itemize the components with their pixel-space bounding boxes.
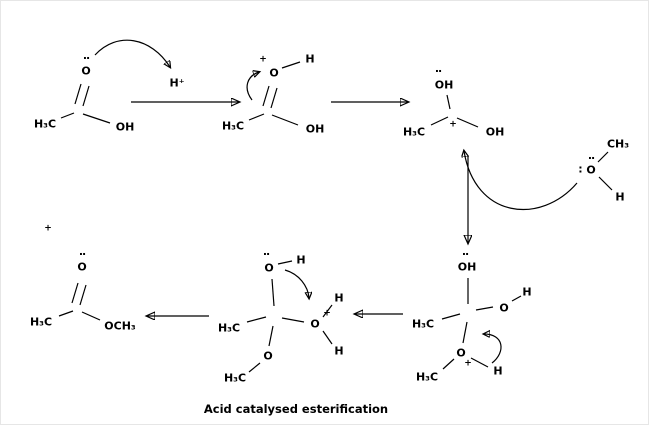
double-bond [82, 85, 90, 107]
bond [58, 310, 74, 317]
bond [442, 358, 455, 370]
lone-pair: ·· [461, 247, 469, 261]
bond [430, 116, 449, 126]
bond [268, 325, 274, 347]
bond [456, 117, 479, 128]
acetic-acid-bonds [60, 39, 170, 124]
bond [281, 317, 305, 323]
electron-arrow [484, 334, 502, 364]
tetrahedral-b-bonds [246, 260, 333, 373]
positive-charge: + [464, 358, 472, 369]
double-bond [71, 282, 79, 304]
bond [446, 94, 451, 110]
tetrahedral-a-methyl: H₃C [411, 317, 435, 331]
bond [60, 112, 75, 119]
ester-carbonyl-oxygen: O [77, 260, 87, 274]
bond [441, 313, 461, 320]
diagram-caption: Acid catalysed esterification [203, 402, 389, 416]
tetrahedral-b-top-oxygen: O [264, 261, 274, 275]
carbocation-methyl: H₃C [402, 125, 426, 139]
bond [598, 176, 613, 191]
protonated-acid-methyl: H₃C [221, 119, 245, 133]
double-bond [270, 87, 278, 109]
lone-pair: ·· [78, 247, 86, 261]
bond [248, 113, 265, 121]
double-bond [262, 85, 270, 107]
ester-bonds [58, 282, 101, 321]
carbocation-right-hydroxyl: OH [485, 125, 505, 139]
protonated-acid-hydrogen: H [305, 52, 315, 66]
lone-pair: ·· [434, 64, 442, 78]
positive-charge: + [449, 119, 457, 130]
acetic-acid-carbonyl-oxygen: O [81, 64, 91, 78]
bond [248, 362, 261, 373]
bond [462, 321, 468, 344]
positive-charge: + [323, 308, 331, 319]
methanol-hydrogen: H [615, 190, 625, 204]
bond [511, 295, 522, 302]
proton-label: H⁺ [169, 76, 185, 90]
tetrahedral-a-bottom-hydrogen: H [493, 364, 503, 378]
lone-pair: ·· [262, 247, 270, 261]
tetrahedral-a-top-hydroxyl: OH [457, 260, 477, 274]
ester-methoxy: OCH₃ [104, 319, 136, 333]
methanol-oxygen: O [586, 163, 596, 177]
bond [597, 151, 609, 163]
carbocation-top-hydroxyl: OH [434, 78, 454, 92]
electron-arrow [464, 151, 578, 211]
bond [82, 113, 111, 124]
bond [475, 306, 494, 311]
acetic-acid-methyl: H₃C [33, 117, 57, 131]
bond [322, 330, 333, 345]
double-bond [74, 83, 82, 105]
lone-pair: : [578, 162, 583, 176]
bond [81, 311, 101, 321]
double-bond [79, 284, 87, 306]
tetrahedral-b-right-bottom-hydrogen: H [334, 344, 344, 358]
positive-charge: + [259, 54, 267, 65]
bond [470, 357, 489, 368]
bond [246, 316, 267, 323]
tetrahedral-b-top-hydrogen: H [296, 253, 306, 267]
tetrahedral-a-bottom-oxygen: O [456, 346, 466, 360]
bond [271, 114, 299, 126]
protonated-acid-hydroxyl: OH [305, 122, 325, 136]
tetrahedral-b-right-top-hydrogen: H [334, 291, 344, 305]
acetic-acid-hydroxyl: OH [115, 120, 135, 134]
tetrahedral-a-bonds [441, 278, 522, 370]
lone-pair: ·· [82, 51, 90, 65]
tetrahedral-a-right-hydrogen: H [522, 285, 532, 299]
bond [277, 260, 293, 265]
tetrahedral-b-right-oxygen: O [310, 317, 320, 331]
tetrahedral-b-methyl: H₃C [217, 321, 241, 335]
tetrahedral-a-right-oxygen: O [499, 301, 509, 315]
free-plus-sign: + [44, 223, 52, 234]
ester-methyl: H₃C [29, 315, 53, 329]
methanol-methyl: CH₃ [606, 137, 630, 151]
electron-arrow [246, 72, 259, 101]
tetrahedral-a-bottom-methyl: H₃C [415, 370, 439, 384]
electron-arrow [94, 39, 170, 67]
protonated-acid-oxygen: O [269, 66, 279, 80]
lone-pair: ·· [587, 151, 595, 165]
tetrahedral-b-bottom-methyl: H₃C [223, 371, 247, 385]
bond [281, 61, 301, 69]
bond [271, 278, 275, 307]
electron-arrow [284, 269, 309, 298]
tetrahedral-b-bottom-oxygen: O [263, 349, 273, 363]
